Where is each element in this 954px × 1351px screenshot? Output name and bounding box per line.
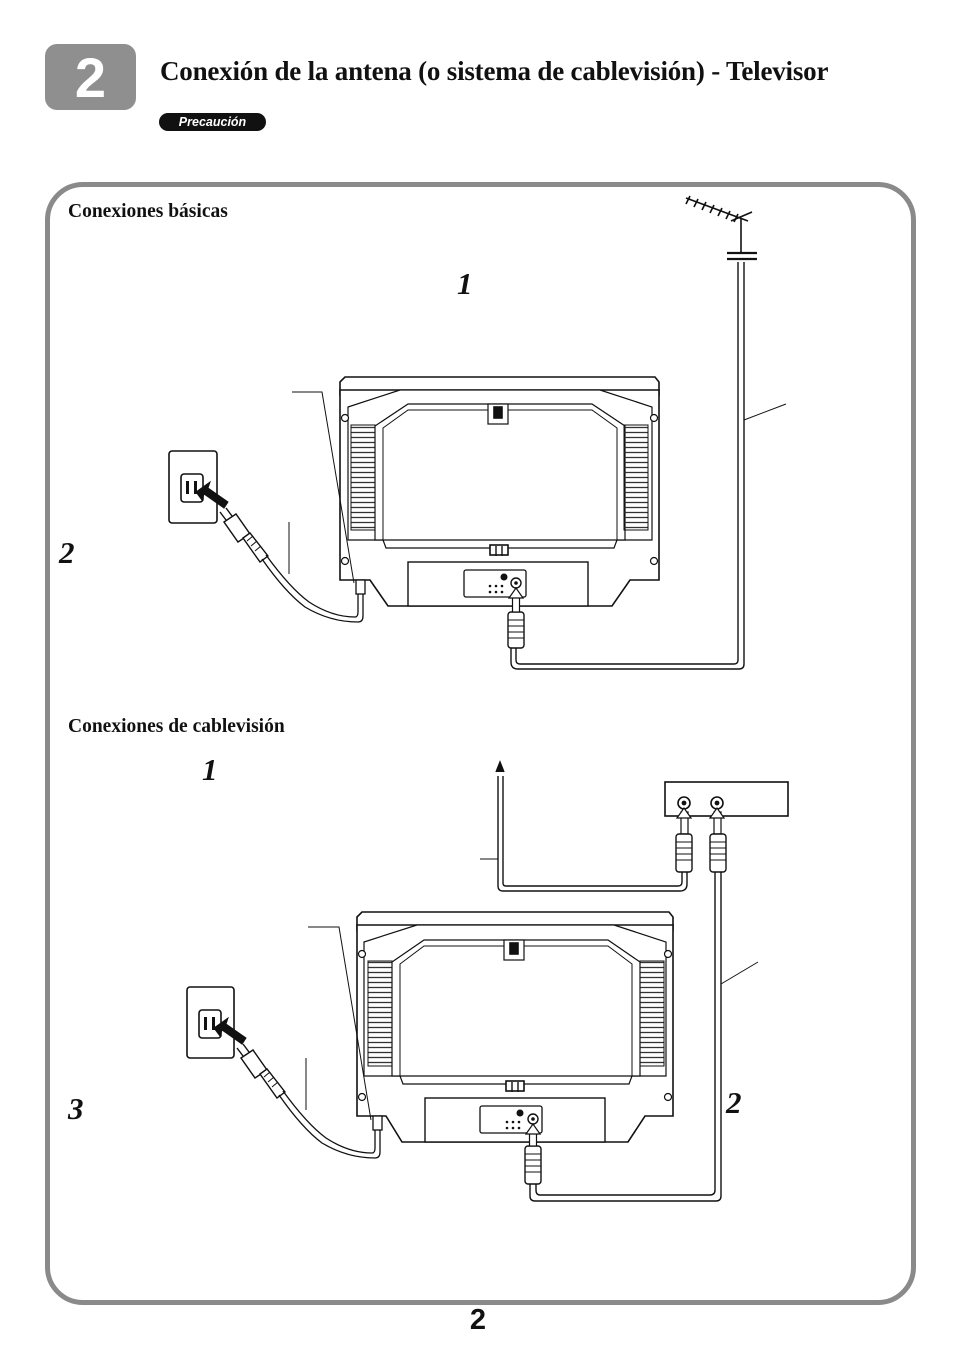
insert-arrow-icon	[507, 586, 525, 613]
leader-lines	[288, 391, 355, 584]
cable-step-3: 3	[68, 1091, 84, 1126]
basic-step-2: 2	[59, 535, 75, 570]
wall-outlet-icon	[168, 450, 218, 524]
cable-connections-heading: Conexiones de cablevisión	[68, 716, 285, 737]
wall-outlet-icon	[186, 986, 235, 1059]
plug-in-arrow-icon	[195, 480, 229, 509]
cable-step-2: 2	[726, 1085, 742, 1120]
page-title: Conexión de la antena (o sistema de cabl…	[160, 56, 829, 86]
power-cord	[278, 1090, 383, 1159]
vhf-antenna-icon	[685, 195, 757, 261]
power-cord	[261, 554, 366, 623]
insert-arrow-icon	[675, 806, 726, 835]
power-plug-icon	[236, 1043, 286, 1099]
basic-connections-heading: Conexiones básicas	[68, 201, 228, 222]
page-number: 2	[469, 1304, 487, 1336]
antenna-cable	[510, 262, 787, 670]
coax-plug-icon	[524, 1145, 542, 1185]
plug-in-arrow-icon	[213, 1016, 247, 1045]
insert-arrow-icon	[524, 1122, 542, 1147]
tv-rear-icon	[339, 376, 660, 607]
leader-lines	[305, 926, 372, 1121]
incoming-cable	[480, 760, 688, 892]
section-number-badge: 2	[45, 44, 136, 110]
power-plug-icon	[219, 507, 269, 563]
tv-rear-icon	[356, 911, 674, 1143]
cable-step-1: 1	[202, 752, 218, 787]
caution-badge: Precaución	[159, 113, 266, 131]
coax-plug-icon	[675, 833, 727, 873]
coax-cable	[529, 872, 759, 1202]
instructions-panel	[45, 182, 916, 1305]
basic-step-1: 1	[457, 266, 473, 301]
coax-plug-icon	[507, 611, 525, 649]
